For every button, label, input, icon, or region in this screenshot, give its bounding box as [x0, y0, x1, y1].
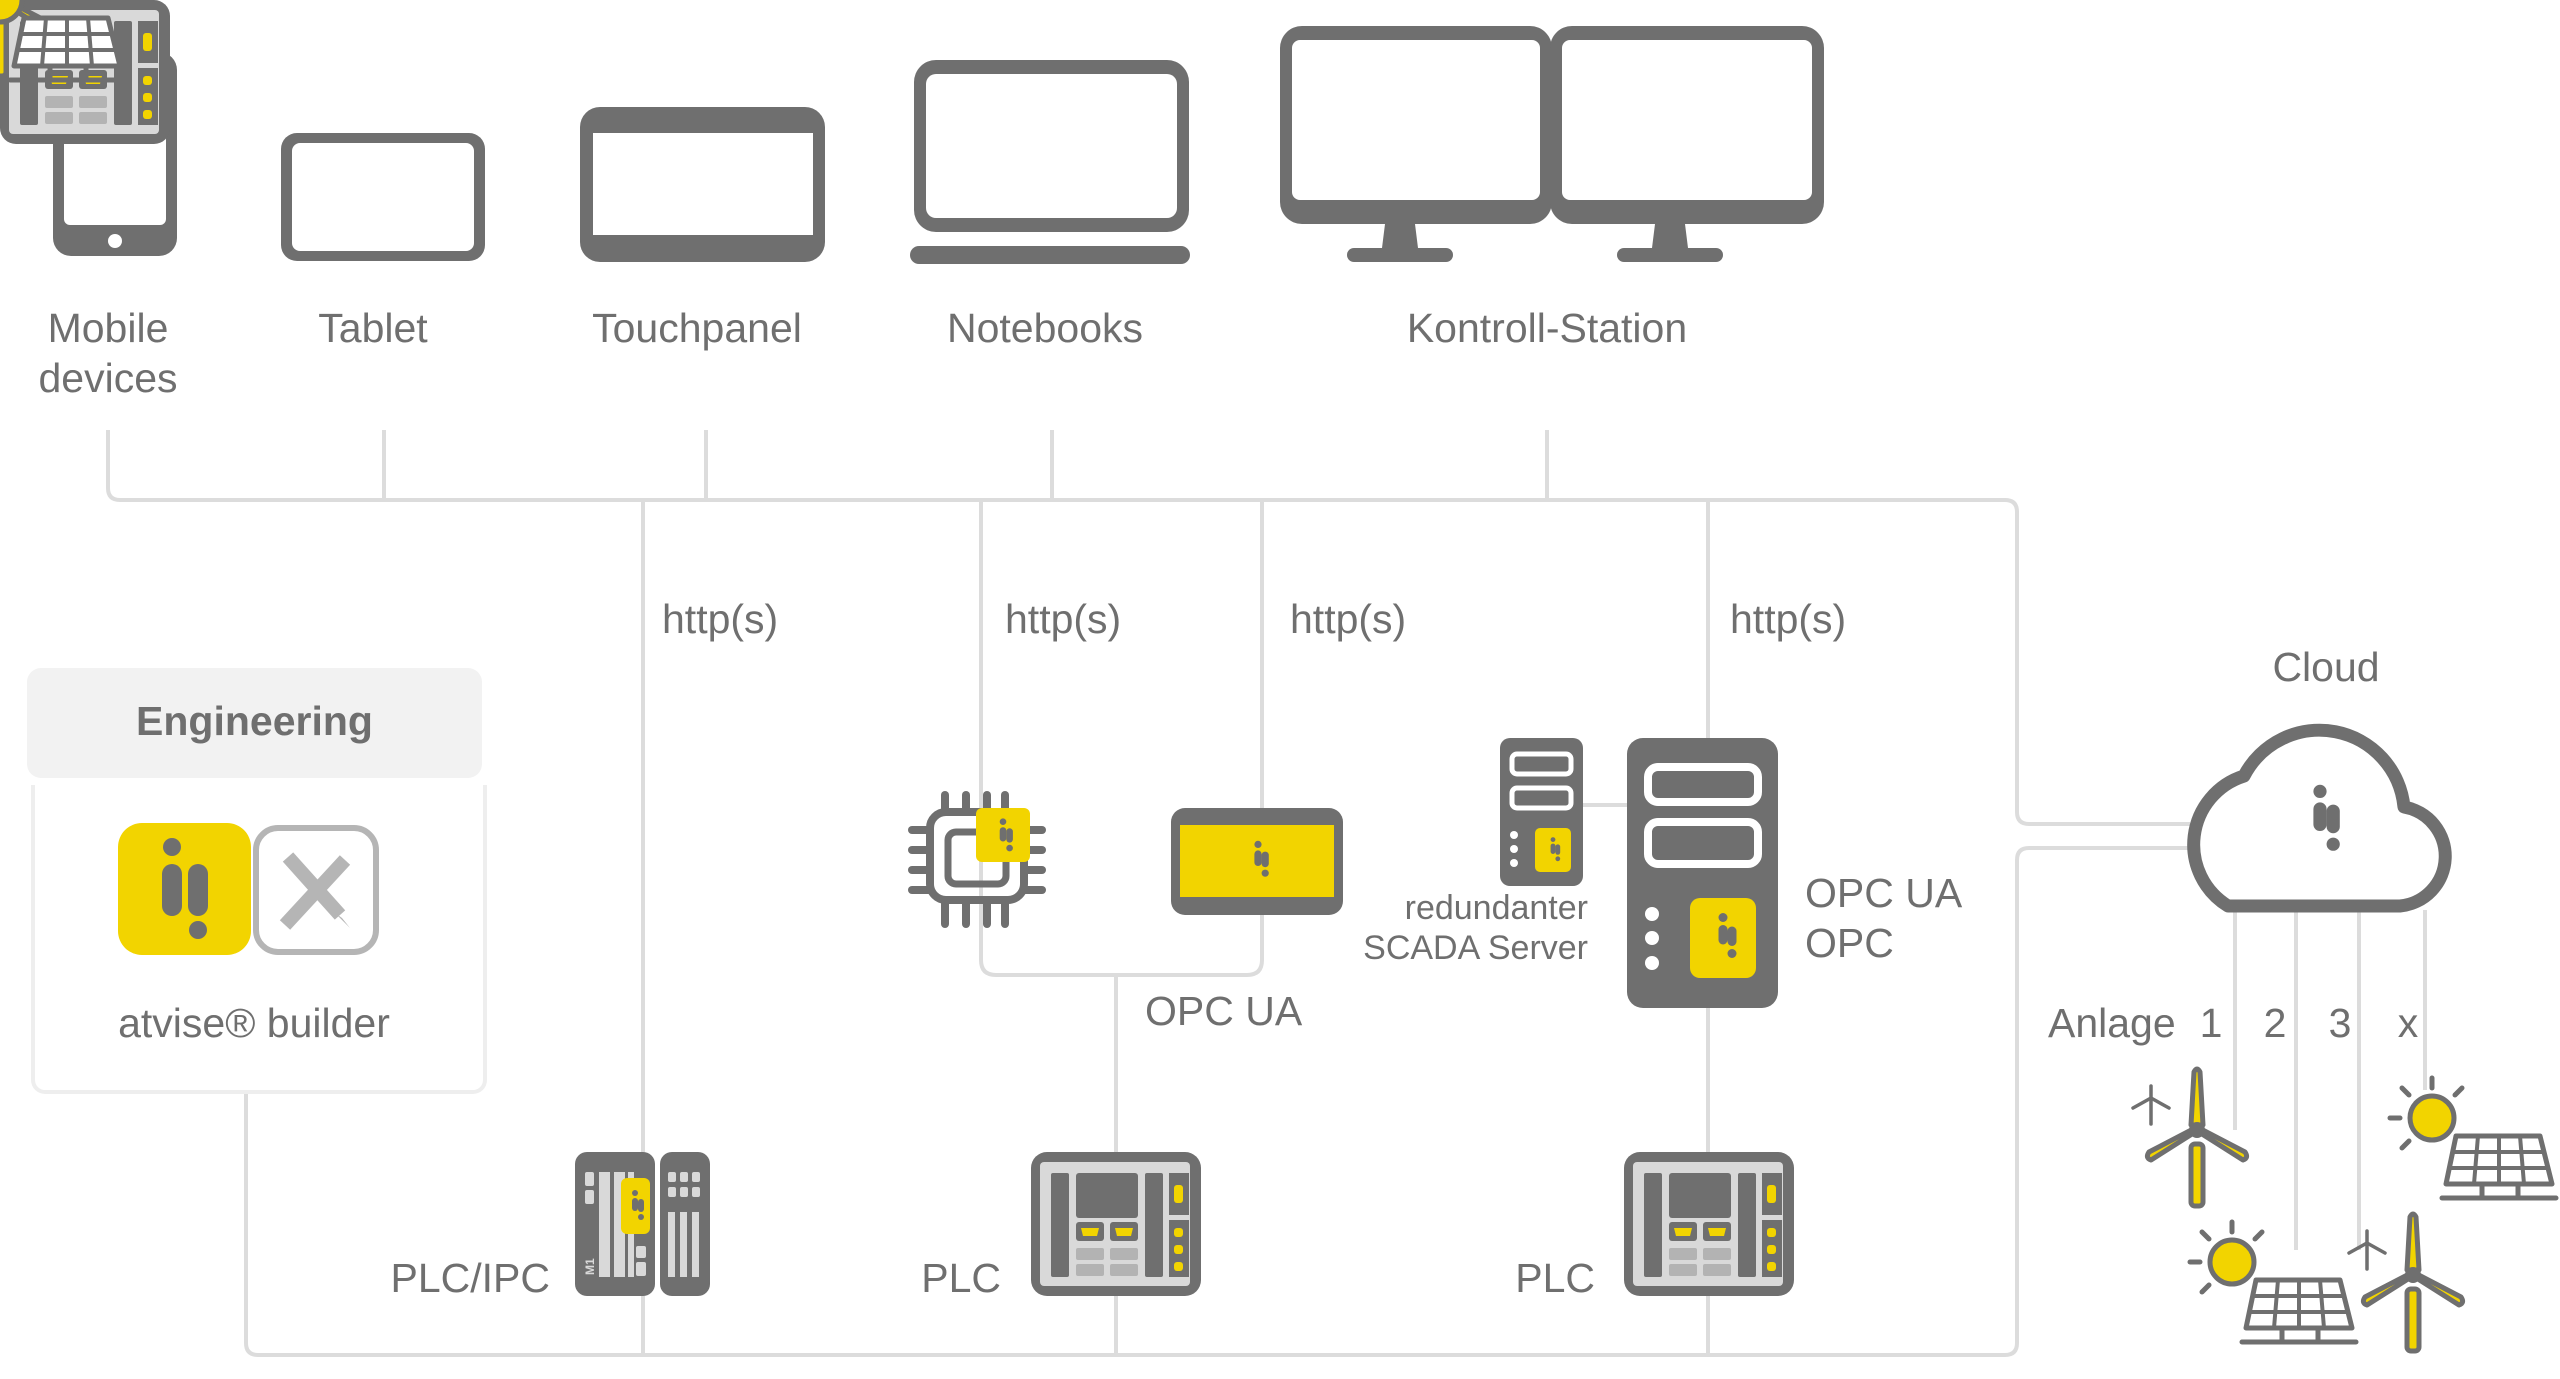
scada-server-icon	[1627, 738, 1778, 1008]
plc-ipc-icon: M1	[575, 1152, 710, 1296]
chip-icon	[908, 791, 1046, 928]
panel-pc-icon	[1171, 808, 1343, 915]
cloud-icon	[2187, 723, 2452, 913]
line-chip	[979, 500, 1264, 977]
plant-number: 2	[2263, 1000, 2287, 1046]
svg-text:M1: M1	[583, 1258, 597, 1275]
plc-icon	[1031, 1152, 1201, 1296]
device-label-touchpanel: Touchpanel	[592, 305, 802, 351]
redundant-server-icon	[1500, 738, 1583, 886]
device-label-tablet: Tablet	[318, 305, 428, 351]
protocol-label-http: http(s)	[1005, 596, 1122, 642]
solar-panel-icon	[2190, 1222, 2356, 1342]
plant-number: x	[2397, 1000, 2419, 1046]
laptop-icon	[910, 60, 1190, 264]
protocol-label-opc-ua: OPC UA	[1145, 988, 1303, 1034]
protocol-label-http: http(s)	[1730, 596, 1847, 642]
touchpanel-icon	[580, 107, 825, 262]
controller-label-plc: PLC	[1515, 1255, 1595, 1301]
controller-label-plc-ipc: PLC/IPC	[390, 1255, 551, 1301]
device-label-mobile-line1: Mobile	[47, 305, 169, 351]
engineering-header: Engineering	[27, 668, 482, 778]
device-label-kontroll-station: Kontroll-Station	[1406, 305, 1688, 351]
plc-icon	[1624, 1152, 1794, 1296]
protocol-label-opc-server: OPC	[1805, 920, 1894, 966]
device-label-notebooks: Notebooks	[946, 305, 1144, 351]
protocol-label-http: http(s)	[662, 596, 779, 642]
engineering-title: Engineering	[136, 698, 373, 744]
atvise-builder-icon	[118, 823, 379, 955]
tablet-icon	[281, 133, 485, 261]
line-engineering	[244, 846, 2190, 1357]
redundant-server-label: redundanter SCADA Server	[1363, 888, 1588, 968]
plant-number: 3	[2328, 1000, 2352, 1046]
redundant-server-label-line2: SCADA Server	[1363, 929, 1588, 967]
redundant-server-label-line1: redundanter	[1404, 889, 1588, 927]
protocol-label-http: http(s)	[1290, 596, 1407, 642]
drop-mobile	[106, 430, 121, 502]
wind-turbine-icon	[2133, 1069, 2247, 1206]
engineering-panel	[31, 785, 487, 1094]
wind-turbine-icon	[2349, 1214, 2463, 1351]
atvise-builder-label[interactable]: atvise® builder	[118, 1000, 390, 1046]
device-label-mobile-line2: devices	[38, 355, 178, 401]
device-label-mobile: Mobile devices	[38, 303, 177, 403]
solar-panel-icon	[2390, 1078, 2556, 1198]
top-bus	[120, 498, 2190, 826]
plants-label: Anlage	[2048, 1000, 2176, 1046]
controller-label-plc: PLC	[921, 1255, 1001, 1301]
cloud-label: Cloud	[2272, 644, 2380, 690]
dual-monitor-icon	[1280, 26, 1824, 262]
protocol-label-opc-ua-server: OPC UA	[1805, 870, 1963, 916]
plant-number: 1	[2199, 1000, 2223, 1046]
